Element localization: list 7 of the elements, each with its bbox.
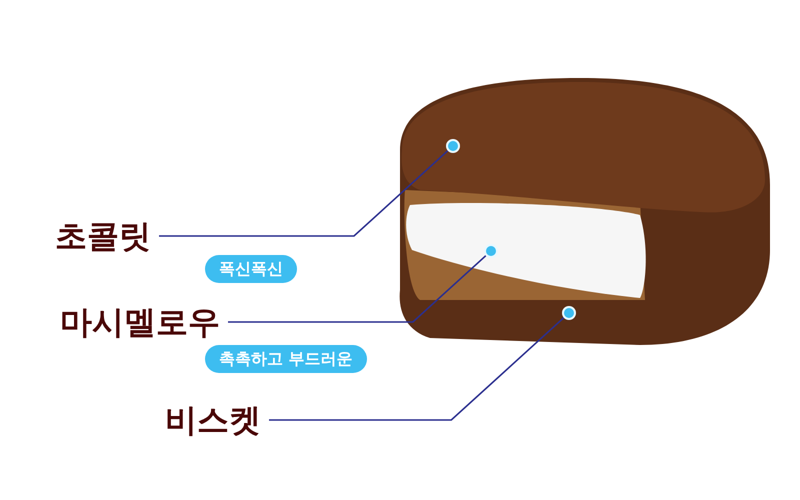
part-label: 마시멜로우 <box>60 302 220 342</box>
part-label: 비스켓 <box>165 400 261 440</box>
leader-line <box>269 317 564 421</box>
feature-badge: 폭신폭신 <box>205 255 297 283</box>
part-label: 초콜릿 <box>55 216 151 256</box>
feature-badge: 촉촉하고 부드러운 <box>205 345 367 373</box>
leader-line <box>159 150 448 237</box>
